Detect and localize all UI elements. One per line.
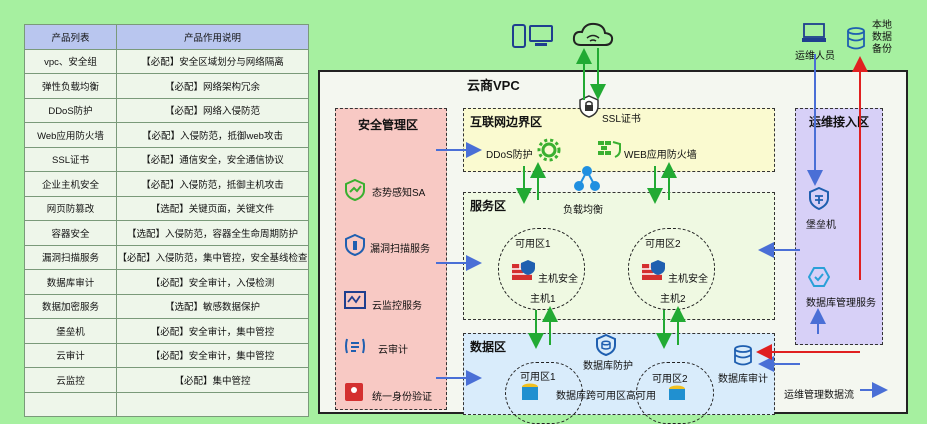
- devices-icon: [512, 24, 553, 48]
- product-name-cell: 企业主机安全: [24, 171, 117, 197]
- waf-label: WEB应用防火墙: [624, 150, 697, 161]
- ssl-lock-icon: [579, 95, 599, 118]
- local-backup-label: 本地 数据 备份: [872, 20, 892, 55]
- service-zone-title: 服务区: [470, 199, 507, 213]
- load-balancer-icon: [574, 166, 600, 191]
- db-mgmt-label: 数据库管理服务: [806, 298, 876, 309]
- product-description-cell: 【必配】通信安全，安全通信协议: [116, 146, 309, 172]
- product-description-cell: 【必配】安全审计，入侵检测: [116, 269, 309, 295]
- situation-awareness-icon: [345, 178, 365, 202]
- load-balancer-label: 负载均衡: [563, 205, 603, 216]
- vpc-title: 云商VPC: [467, 78, 520, 93]
- col-header-description: 产品作用说明: [116, 24, 309, 50]
- security-management-zone: [335, 108, 447, 410]
- table-row: 云监控【必配】集中管控: [24, 367, 309, 393]
- table-row: 弹性负载均衡【必配】网络架构冗余: [24, 73, 309, 99]
- db-cross-az-label: 数据库跨可用区高可用: [556, 391, 656, 402]
- security-item-audit: 云审计: [378, 345, 408, 356]
- product-description-cell: 【必配】集中管控: [116, 367, 309, 393]
- product-name-cell: 网页防篡改: [24, 195, 117, 221]
- host-security-label-1: 主机安全: [538, 274, 578, 285]
- table-row: SSL证书【必配】通信安全，安全通信协议: [24, 146, 309, 172]
- product-name-cell: 云审计: [24, 342, 117, 368]
- table-header-row: 产品列表 产品作用说明: [24, 24, 309, 50]
- db-az1-label: 可用区1: [520, 372, 556, 383]
- bastion-label: 堡垒机: [806, 220, 836, 231]
- cloud-monitor-icon: [344, 291, 366, 309]
- security-item-iam: 统一身份验证: [372, 392, 432, 403]
- ops-computer-icon: [802, 23, 826, 42]
- ops-flow-label: 运维管理数据流: [784, 390, 854, 401]
- product-description-cell: 【选配】入侵防范，容器全生命周期防护: [116, 220, 309, 246]
- product-name-cell: 堡垒机: [24, 318, 117, 344]
- host-security-icon-2: [642, 260, 665, 280]
- db-audit-label: 数据库审计: [718, 374, 768, 385]
- db-protect-label: 数据库防护: [583, 361, 633, 372]
- service-az1: [498, 228, 585, 310]
- identity-auth-icon: [345, 383, 363, 401]
- product-name-cell: 数据加密服务: [24, 293, 117, 319]
- product-name-cell: vpc、安全组: [24, 48, 117, 74]
- security-item-monitor: 云监控服务: [372, 301, 422, 312]
- product-description-cell: 【必配】安全审计，集中管控: [116, 342, 309, 368]
- data-zone-title: 数据区: [470, 340, 507, 354]
- service-az1-label: 可用区1: [515, 239, 551, 250]
- ddos-gear-icon: [537, 138, 561, 162]
- product-name-cell: Web应用防火墙: [24, 122, 117, 148]
- table-row: DDoS防护【必配】网络入侵防范: [24, 97, 309, 123]
- db-az2-label: 可用区2: [652, 374, 688, 385]
- connection-arrows: [436, 48, 888, 398]
- product-name-cell: SSL证书: [24, 146, 117, 172]
- product-name-cell: 弹性负载均衡: [24, 73, 117, 99]
- security-zone-title: 安全管理区: [358, 118, 419, 132]
- table-row: vpc、安全组【必配】安全区域划分与网络隔离: [24, 48, 309, 74]
- table-row: Web应用防火墙【必配】入侵防范，抵御web攻击: [24, 122, 309, 148]
- table-row: 堡垒机【必配】安全审计，集中管控: [24, 318, 309, 344]
- table-row: 漏洞扫描服务【必配】入侵防范，集中管控，安全基线检查: [24, 244, 309, 270]
- product-description-cell: 【必配】入侵防范，抵御主机攻击: [116, 171, 309, 197]
- host2-label: 主机2: [660, 294, 686, 305]
- db-icon-2: [669, 385, 685, 400]
- table-row: 网页防篡改【选配】关键页面，关键文件: [24, 195, 309, 221]
- product-name-cell: DDoS防护: [24, 97, 117, 123]
- security-item-vuln-scan: 漏洞扫描服务: [370, 244, 430, 255]
- product-table: 产品列表 产品作用说明 vpc、安全组【必配】安全区域划分与网络隔离弹性负载均衡…: [24, 24, 309, 417]
- host-security-icon-1: [512, 260, 535, 280]
- table-row: 企业主机安全【必配】入侵防范，抵御主机攻击: [24, 171, 309, 197]
- db-audit-icon: [734, 345, 752, 366]
- service-az2-label: 可用区2: [645, 239, 681, 250]
- security-item-sa: 态势感知SA: [372, 188, 426, 199]
- product-name-cell: 数据库审计: [24, 269, 117, 295]
- product-description-cell: 【必配】入侵防范，集中管控，安全基线检查: [116, 244, 309, 270]
- edge-zone-title: 互联网边界区: [470, 115, 543, 129]
- internet-edge-zone: [463, 108, 775, 172]
- backup-database-icon: [847, 27, 865, 50]
- product-description-cell: 【必配】安全区域划分与网络隔离: [116, 48, 309, 74]
- cloud-wifi-icon: [572, 22, 614, 46]
- product-description-cell: 【必配】入侵防范，抵御web攻击: [116, 122, 309, 148]
- host1-label: 主机1: [530, 294, 556, 305]
- product-name-cell: 云监控: [24, 367, 117, 393]
- vulnerability-scan-icon: [345, 233, 365, 257]
- product-description-cell: 【必配】网络入侵防范: [116, 97, 309, 123]
- db-protect-icon: [596, 334, 616, 356]
- col-header-product: 产品列表: [24, 24, 117, 50]
- product-description-cell: 【必配】网络架构冗余: [116, 73, 309, 99]
- ssl-label: SSL证书: [602, 114, 641, 125]
- cloud-audit-icon: [345, 338, 365, 354]
- table-row: 数据库审计【必配】安全审计，入侵检测: [24, 269, 309, 295]
- ops-zone-title: 运维接入区: [809, 115, 870, 129]
- waf-icon: [598, 141, 621, 158]
- host-security-label-2: 主机安全: [668, 274, 708, 285]
- ops-access-zone: [795, 108, 883, 345]
- db-icon-1: [522, 383, 538, 400]
- db-mgmt-icon: [808, 267, 830, 287]
- table-row: 容器安全【选配】入侵防范，容器全生命周期防护: [24, 220, 309, 246]
- bastion-icon: [809, 187, 829, 211]
- product-description-cell: 【选配】关键页面，关键文件: [116, 195, 309, 221]
- product-name-cell: 容器安全: [24, 220, 117, 246]
- ddos-label: DDoS防护: [486, 150, 533, 161]
- table-row: 数据加密服务【选配】敏感数据保护: [24, 293, 309, 319]
- table-row: 云审计【必配】安全审计，集中管控: [24, 342, 309, 368]
